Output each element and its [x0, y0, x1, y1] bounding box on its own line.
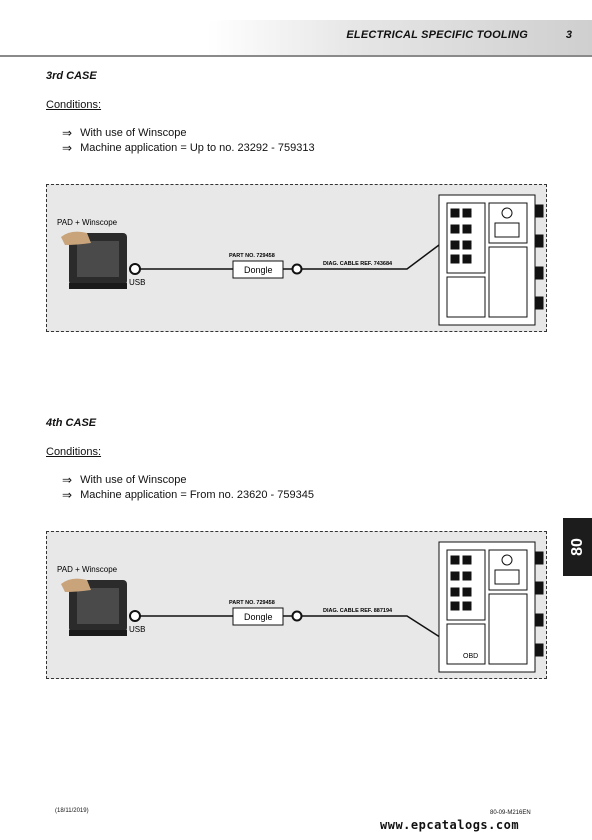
conditions-label: Conditions:: [46, 99, 102, 111]
pad-device-icon: [61, 578, 127, 636]
dongle-label: Dongle: [244, 265, 273, 275]
condition-item: ⇒ Machine application = Up to no. 23292 …: [62, 141, 315, 155]
condition-text: With use of Winscope: [80, 127, 187, 139]
dongle-connector-icon: [291, 263, 303, 275]
control-box-icon: [438, 541, 544, 673]
arrow-icon: ⇒: [62, 473, 73, 487]
usb-connector-icon: [129, 263, 141, 275]
pad-label: PAD + Winscope: [57, 218, 118, 227]
arrow-icon: ⇒: [62, 141, 73, 155]
condition-text: With use of Winscope: [80, 474, 187, 486]
case-title: 4th CASE: [46, 417, 97, 429]
pad-device-icon: [61, 231, 127, 289]
usb-connector-icon: [129, 610, 141, 622]
obd-label: OBD: [463, 653, 478, 660]
pad-label: PAD + Winscope: [57, 565, 118, 574]
condition-text: Machine application = From no. 23620 - 7…: [80, 489, 314, 501]
conditions-label: Conditions:: [46, 446, 102, 458]
part-number-label: PART NO. 729458: [229, 600, 275, 606]
part-number-label: PART NO. 729458: [229, 253, 275, 259]
diag-cable: [301, 615, 458, 649]
diag-cable-label: DIAG. CABLE REF. 743684: [323, 261, 393, 267]
diagram-graphic: PAD + Winscope USB PART NO. 729458 Dongl…: [57, 194, 544, 326]
header-rule: [0, 55, 592, 57]
chapter-tab-label: 80: [568, 538, 586, 556]
arrow-icon: ⇒: [62, 126, 73, 140]
dongle-label: Dongle: [244, 612, 273, 622]
usb-label: USB: [129, 625, 145, 634]
diag-cable: [301, 244, 440, 270]
connection-diagram-3rd-case: PAD + Winscope USB PART NO. 729458 Dongl…: [46, 184, 547, 332]
page-number: 3: [565, 29, 572, 41]
diagram-graphic: PAD + Winscope USB PART NO. 729458 Dongl…: [57, 541, 544, 673]
condition-item: ⇒ Machine application = From no. 23620 -…: [62, 488, 314, 502]
control-box-icon: [438, 194, 544, 326]
diag-cable-label: DIAG. CABLE REF. 887194: [323, 608, 393, 614]
watermark: www.epcatalogs.com: [380, 818, 520, 832]
footer-date: (18/11/2019): [55, 808, 89, 814]
section-title: ELECTRICAL SPECIFIC TOOLING: [346, 29, 528, 41]
chapter-tab: 80: [563, 518, 592, 576]
usb-label: USB: [129, 278, 145, 287]
condition-item: ⇒ With use of Winscope: [62, 473, 186, 487]
arrow-icon: ⇒: [62, 488, 73, 502]
condition-item: ⇒ With use of Winscope: [62, 126, 186, 140]
footer-doc-code: 80-09-M216EN: [490, 810, 531, 816]
connection-diagram-4th-case: PAD + Winscope USB PART NO. 729458 Dongl…: [46, 531, 547, 679]
dongle-connector-icon: [291, 610, 303, 622]
case-title: 3rd CASE: [46, 70, 97, 82]
condition-text: Machine application = Up to no. 23292 - …: [80, 142, 315, 154]
